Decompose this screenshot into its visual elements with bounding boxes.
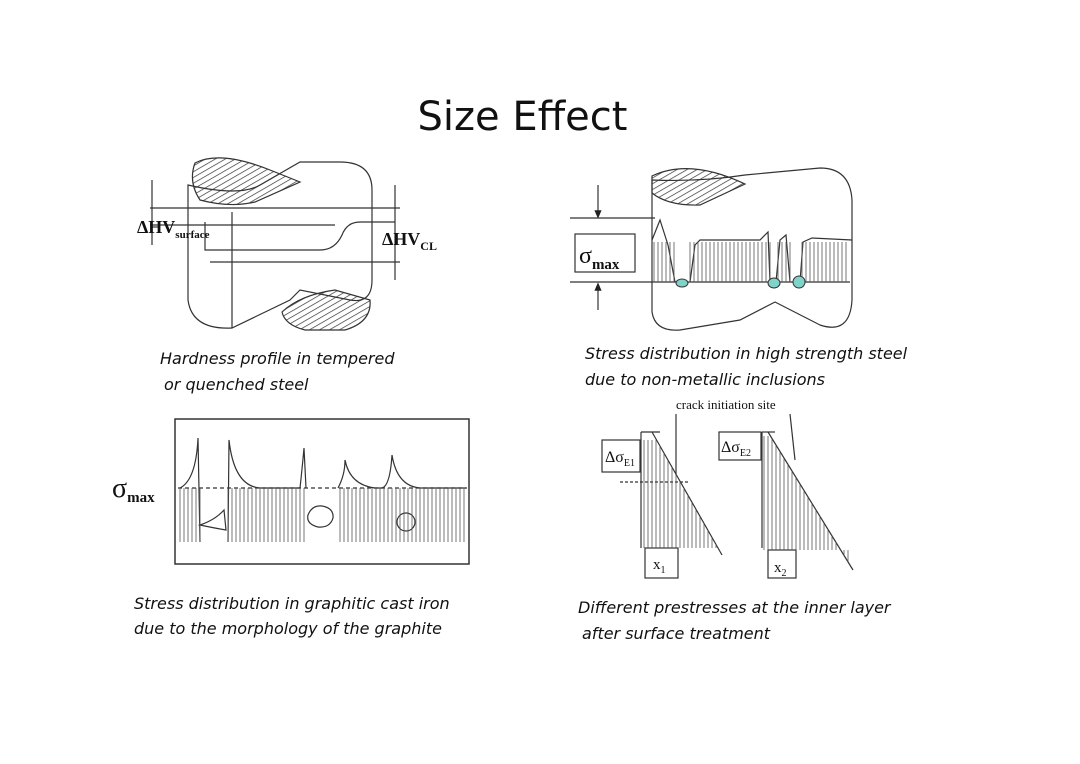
graphite-nodule	[307, 505, 334, 528]
inclusions-sigma-label: σmax	[579, 243, 620, 273]
inclusions-hatch-top	[651, 168, 747, 206]
delta-sigma-e1-label: ΔσE1	[605, 449, 635, 469]
delta-hv-surface-label: ΔHVsurface	[137, 217, 210, 241]
delta-e2-box	[718, 431, 762, 461]
crack-initiation-label: crack initiation site	[676, 397, 776, 412]
inclusions-sigma-box	[574, 233, 636, 273]
x2-label: x2	[774, 560, 787, 579]
delta-sigma-e2-label: ΔσE2	[721, 439, 751, 459]
prestress-caption-line1: Different prestresses at the inner layer	[578, 598, 891, 617]
hardness-caption-line1: Hardness profile in tempered	[160, 349, 395, 368]
inclusions-caption-line2: due to non-metallic inclusions	[585, 370, 825, 389]
cast-iron-hatch-lines	[179, 488, 465, 542]
graphite-sphere	[396, 512, 416, 532]
x2-box	[767, 549, 797, 579]
prestress-caption-line2: after surface treatment	[582, 624, 771, 643]
hardness-diagram	[150, 157, 400, 331]
cast-iron-caption-line1: Stress distribution in graphitic cast ir…	[134, 594, 450, 613]
cast-iron-sigma-label: σmax	[112, 473, 155, 506]
cast-iron-diagram	[174, 418, 470, 565]
crack-leader-2	[789, 413, 796, 461]
hardness-profile-curve	[204, 221, 395, 251]
inclusion-particle-1	[675, 278, 689, 288]
cast-iron-caption-line2: due to the morphology of the graphite	[134, 619, 442, 638]
x1-box	[644, 547, 679, 579]
prestress-hatch-lines	[643, 436, 849, 562]
hardness-hatch-bottom	[281, 289, 371, 331]
hardness-caption-line2: or quenched steel	[164, 375, 309, 394]
inclusions-hatch-lines	[653, 242, 847, 282]
cast-iron-frame	[174, 418, 470, 565]
delta-e1-box	[601, 439, 641, 473]
inclusions-diagram	[570, 167, 853, 331]
x1-label: x1	[653, 557, 666, 576]
slide-title: Size Effect	[417, 94, 628, 140]
prestress-line-2	[767, 431, 854, 571]
prestress-line-1	[651, 431, 723, 556]
prestress-diagram	[601, 413, 854, 579]
delta-hv-core-label: ΔHVCL	[382, 229, 437, 253]
inclusions-caption-line1: Stress distribution in high strength ste…	[585, 344, 908, 363]
inclusion-particle-3	[792, 275, 806, 289]
inclusion-particle-2	[767, 277, 781, 289]
inclusions-stress-curve	[651, 218, 853, 283]
graphite-flake	[197, 508, 227, 531]
hardness-hatch-top	[191, 157, 302, 206]
